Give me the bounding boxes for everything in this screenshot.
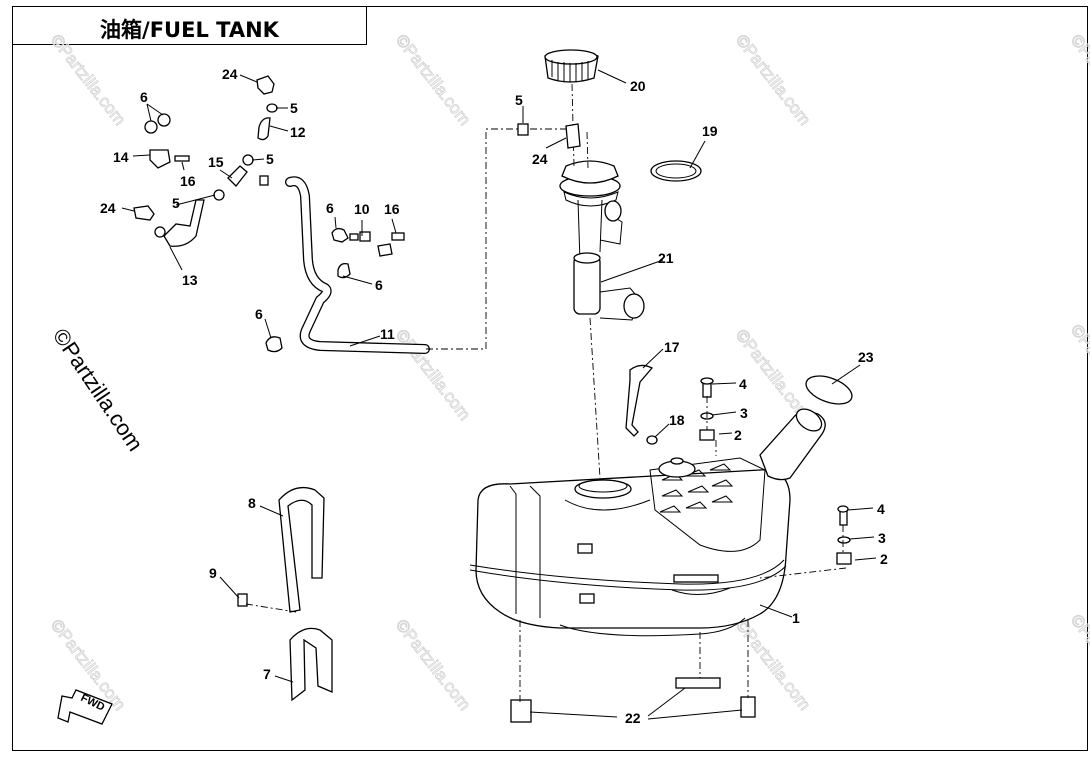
watermark: ©Partzilla.com: [47, 31, 130, 129]
bracket-8: [278, 486, 325, 613]
rubber-pad: [740, 696, 756, 718]
callout-21: 21: [658, 250, 674, 266]
callouts: 1 2 2 3 3 4 4 5 5 5 5 6 6 6 6 7 8 9 10 1…: [100, 66, 888, 726]
callout-10: 10: [354, 201, 370, 217]
callout-12: 12: [290, 124, 306, 140]
callout-11: 11: [380, 326, 395, 342]
callout-2: 2: [734, 427, 742, 443]
fuel-pump: [559, 160, 645, 321]
callout-3: 3: [878, 530, 886, 546]
watermark: ©Partzilla.com: [392, 326, 475, 424]
callout-7: 7: [263, 666, 271, 682]
rubber-pad: [510, 699, 532, 723]
fuel-cap-ring: [544, 49, 599, 83]
callout-6: 6: [255, 306, 263, 322]
watermark: ©Partzilla.com: [1067, 611, 1090, 709]
bolt-9: [237, 593, 248, 607]
watermark: ©Partzilla.com: [1067, 31, 1090, 129]
callout-16: 16: [384, 201, 400, 217]
page-title: 油箱/FUEL TANK: [100, 18, 279, 42]
callout-4: 4: [739, 376, 747, 392]
watermark-large: ©Partzilla.com: [48, 324, 148, 456]
callout-9: 9: [209, 565, 217, 581]
callout-18: 18: [669, 412, 685, 428]
callout-13: 13: [182, 272, 198, 288]
callout-20: 20: [630, 78, 646, 94]
callout-6: 6: [140, 89, 148, 105]
callout-6: 6: [375, 277, 383, 293]
callout-22: 22: [625, 710, 641, 726]
callout-24: 24: [532, 151, 548, 167]
bracket-7: [289, 627, 333, 702]
callout-16: 16: [180, 173, 196, 189]
callout-24: 24: [100, 200, 116, 216]
fitting-24-top: [256, 75, 275, 95]
callout-5: 5: [290, 100, 298, 116]
callout-17: 17: [664, 339, 680, 355]
watermark: ©Partzilla.com: [1067, 321, 1090, 419]
breather-hose: [625, 364, 654, 437]
filler-seal: [805, 375, 853, 405]
callout-5: 5: [172, 195, 180, 211]
callout-24: 24: [222, 66, 238, 82]
watermark: ©Partzilla.com: [732, 31, 815, 129]
title-box: 油箱/FUEL TANK: [12, 6, 367, 45]
watermark: ©Partzilla.com: [392, 31, 475, 129]
callout-8: 8: [248, 495, 256, 511]
bolt-set-upper: [699, 377, 715, 441]
callout-2: 2: [880, 551, 888, 567]
leader-lines: [121, 69, 877, 720]
callout-4: 4: [877, 501, 885, 517]
bolt-set-lower: [836, 505, 852, 565]
callout-15: 15: [208, 154, 224, 170]
callout-3: 3: [740, 405, 748, 421]
callout-5: 5: [515, 92, 523, 108]
rubber-pad: [675, 677, 721, 689]
callout-5: 5: [266, 151, 274, 167]
watermark: ©Partzilla.com: [392, 616, 475, 714]
callout-14: 14: [113, 149, 129, 165]
callout-6: 6: [326, 200, 334, 216]
hose-clamp: [646, 435, 658, 445]
diagram-frame: [12, 6, 1088, 751]
forward-arrow-icon: FWD: [57, 689, 113, 725]
fuel-tank: [469, 408, 826, 637]
callout-23: 23: [858, 349, 874, 365]
callout-19: 19: [702, 123, 718, 139]
callout-1: 1: [792, 610, 800, 626]
